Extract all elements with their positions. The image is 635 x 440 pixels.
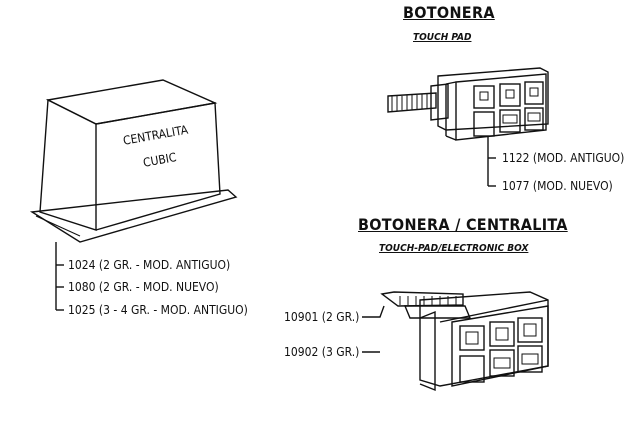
centralita-cubic-drawing	[29, 79, 238, 311]
botonera-centralita-title: BOTONERA / CENTRALITA	[358, 215, 568, 234]
botonera-subtitle: TOUCH PAD	[413, 32, 472, 43]
botonera-code-2: 1077 (MOD. NUEVO)	[502, 179, 613, 193]
botonera-centralita-code-2: 10902 (3 GR.)	[284, 345, 360, 359]
touch-pad-electronic-box-drawing	[362, 291, 549, 392]
centralita-code-3: 1025 (3 - 4 GR. - MOD. ANTIGUO)	[68, 303, 248, 317]
botonera-title: BOTONERA	[403, 3, 495, 22]
centralita-code-2: 1080 (2 GR. - MOD. NUEVO)	[68, 280, 219, 294]
centralita-code-1: 1024 (2 GR. - MOD. ANTIGUO)	[68, 258, 231, 272]
touch-pad-drawing	[387, 67, 549, 187]
botonera-centralita-subtitle: TOUCH-PAD/ELECTRONIC BOX	[379, 243, 529, 254]
botonera-centralita-code-1: 10901 (2 GR.)	[284, 310, 360, 324]
botonera-code-1: 1122 (MOD. ANTIGUO)	[502, 151, 625, 165]
